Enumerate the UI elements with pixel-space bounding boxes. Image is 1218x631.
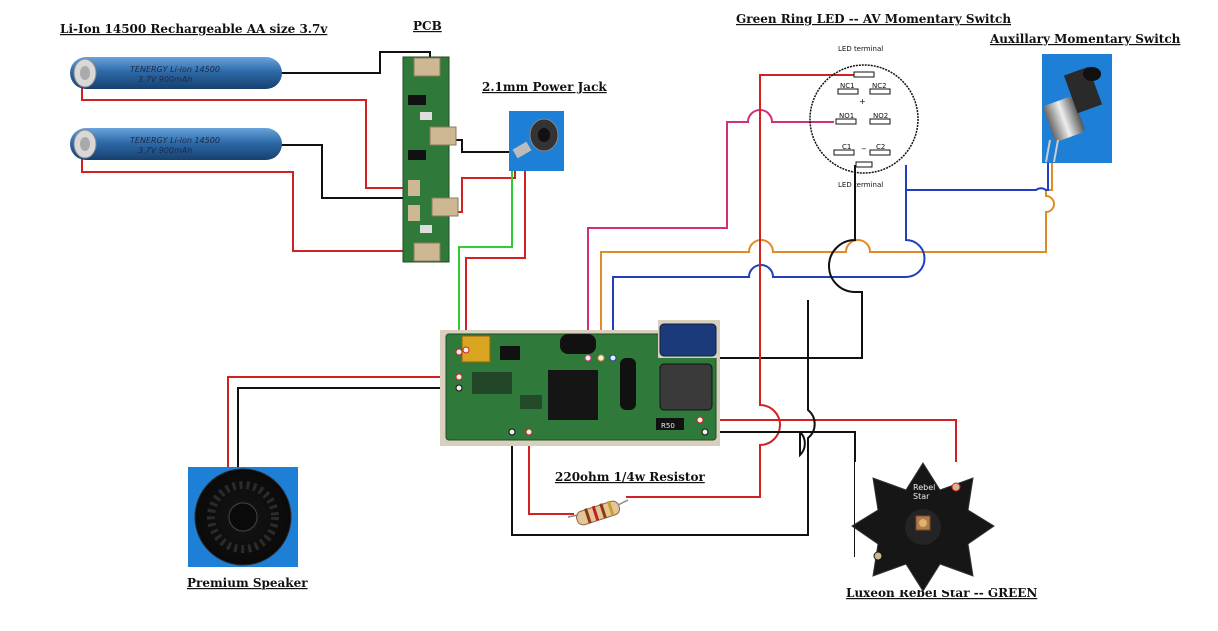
wire-jack-board-green xyxy=(458,165,513,352)
pcb-pad-top xyxy=(413,57,441,77)
wire-battery2-negative xyxy=(81,145,416,252)
switch-no2-label: NO2 xyxy=(873,112,888,120)
wire-battery1-negative xyxy=(81,73,406,189)
charger-pcb xyxy=(402,56,459,263)
switch-nc1-label: NC1 xyxy=(840,82,855,90)
wire-black-board-loop xyxy=(511,300,816,536)
battery-2: TENERGY Li-ion 14500 3.7V 900mAh xyxy=(70,128,282,160)
switch-no1-label: NO1 xyxy=(839,112,854,120)
switch-plus-label: + xyxy=(859,97,866,106)
pcb-pad-in-2 xyxy=(408,205,420,221)
pcb-pad-in-1 xyxy=(408,180,420,196)
led-brand-line2: Star xyxy=(913,492,930,501)
ring-switch-label: Green Ring LED -- AV Momentary Switch xyxy=(736,12,1011,26)
switch-c2-label: C2 xyxy=(876,143,885,151)
battery-1-text-line1: TENERGY Li-ion 14500 xyxy=(130,65,220,74)
battery-label: Li-Ion 14500 Rechargeable AA size 3.7v xyxy=(60,22,328,36)
resistor-label: 220ohm 1/4w Resistor xyxy=(555,470,705,484)
pcb-pad-out-pos xyxy=(431,197,459,217)
board-resistor-smd xyxy=(656,418,684,430)
ring-switch-diagram: LED terminal NC1 NC2 + NO1 NO2 C1 C2 − L… xyxy=(809,45,919,189)
wire-jack-board-red xyxy=(465,165,526,350)
wire-speaker-black xyxy=(237,387,459,470)
battery-2-text-line2: 3.7V 900mAh xyxy=(138,146,192,155)
resistor-220ohm xyxy=(567,499,629,526)
board-diode-black xyxy=(620,358,636,410)
wire-battery1-positive xyxy=(280,51,431,74)
wire-orange-aux-switch xyxy=(600,162,1055,355)
luxeon-led-star: Rebel Star xyxy=(851,462,995,592)
wire-blue-aux-switch xyxy=(612,162,1049,358)
pcb-pad-out-neg xyxy=(429,126,457,146)
led-brand-line1: Rebel xyxy=(913,483,935,492)
pcb-chip-1 xyxy=(408,95,426,105)
board-regulator xyxy=(500,346,520,360)
switch-nc2-label: NC2 xyxy=(872,82,887,90)
speaker-label: Premium Speaker xyxy=(187,576,308,590)
wire-battery2-positive xyxy=(280,144,406,199)
controller-board: R50 xyxy=(440,320,720,446)
pcb-label: PCB xyxy=(413,19,442,33)
board-inductor-top xyxy=(560,334,596,354)
led-terminal-bottom-label: LED terminal xyxy=(838,181,883,189)
board-capacitor-blue xyxy=(659,323,717,357)
pcb-part-2 xyxy=(420,225,432,233)
power-jack-label: 2.1mm Power Jack xyxy=(482,80,607,94)
switch-led-terminal-top xyxy=(853,71,875,78)
led-terminal-top-label: LED terminal xyxy=(838,45,883,53)
speaker xyxy=(188,467,298,567)
battery-1: TENERGY Li-ion 14500 3.7V 900mAh xyxy=(70,57,282,89)
wire-black-switch-c1 xyxy=(720,165,863,359)
switch-led-terminal-bottom xyxy=(855,161,873,168)
switch-c1-label: C1 xyxy=(842,143,851,151)
wire-board-led-minus xyxy=(705,431,878,557)
battery-1-text-line2: 3.7V 900mAh xyxy=(138,75,192,84)
wire-speaker-red xyxy=(227,376,459,470)
battery-2-text-line1: TENERGY Li-ion 14500 xyxy=(130,136,220,145)
pcb-chip-2 xyxy=(408,150,426,160)
wire-red-led-terminal xyxy=(626,74,866,498)
wire-resistor-board xyxy=(528,432,574,515)
aux-switch xyxy=(1042,54,1112,163)
aux-switch-label: Auxillary Momentary Switch xyxy=(989,32,1181,46)
board-resistor-code: R50 xyxy=(661,422,675,430)
power-jack xyxy=(509,111,564,171)
switch-minus-label: − xyxy=(861,145,867,153)
wire-magenta-switch-no1 xyxy=(587,109,834,355)
board-inductor-large xyxy=(659,363,713,411)
pcb-part-1 xyxy=(420,112,432,120)
board-mcu-chip xyxy=(548,370,598,420)
pcb-pad-bottom xyxy=(413,242,441,262)
